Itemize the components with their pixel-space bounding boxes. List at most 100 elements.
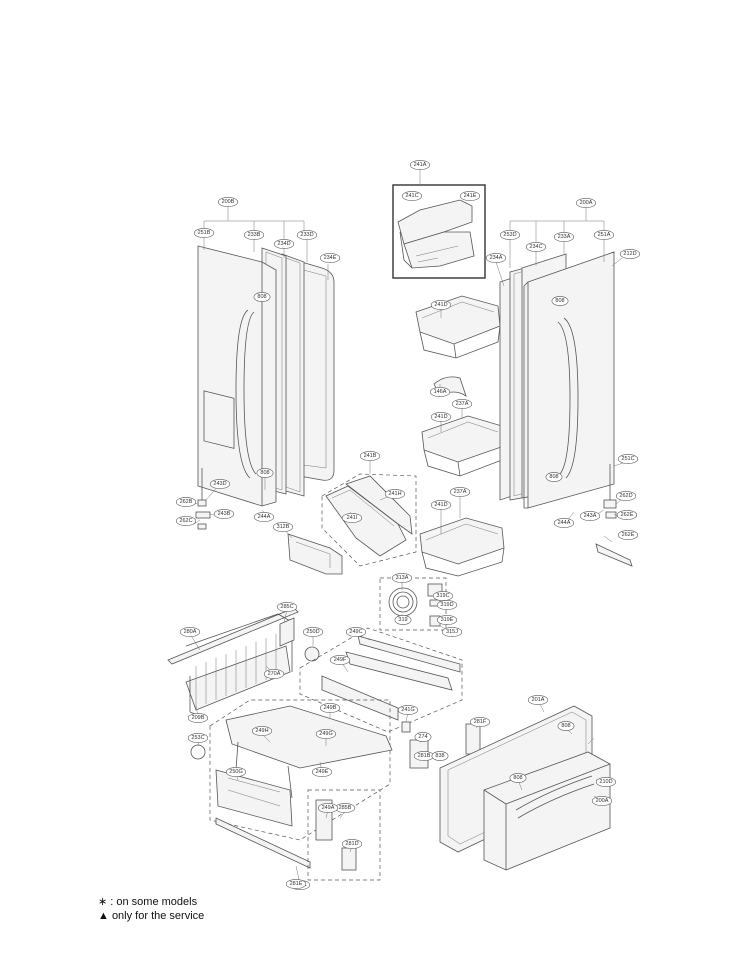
part-number: 241D	[434, 502, 447, 508]
part-label-233b: 233B	[243, 230, 265, 240]
part-label-280a: 280A	[179, 627, 201, 637]
part-number: 233D	[300, 232, 313, 238]
part-number: 233A	[558, 234, 571, 240]
part-number: 249E	[316, 769, 329, 775]
part-label-249g: 249G	[315, 729, 337, 739]
part-label-808d: 808	[545, 472, 563, 482]
part-number: 210D	[599, 779, 612, 785]
part-number: 262C	[179, 518, 192, 524]
part-number: 234D	[277, 241, 290, 247]
part-label-281f: 281F	[469, 717, 491, 727]
part-number: 200B	[222, 199, 235, 205]
legend-service-only: ▲ only for the service	[98, 910, 205, 922]
part-number: 253D	[503, 232, 516, 238]
part-number: 262E	[621, 512, 634, 518]
part-label-262d: 262D	[615, 491, 637, 501]
part-label-281b: 281B	[413, 751, 435, 761]
part-label-285b: 285B	[334, 803, 356, 813]
part-label-241c: 241C	[401, 191, 423, 201]
part-label-146a: 146A	[429, 387, 451, 397]
part-label-281d: 281D	[341, 839, 363, 849]
part-number: 241I	[347, 515, 358, 521]
part-label-319c: 319C	[432, 591, 454, 601]
part-number: 244A	[258, 514, 271, 520]
part-number: 241D	[434, 414, 447, 420]
left-door-assembly	[195, 245, 343, 575]
part-label-253d: 253D	[499, 230, 521, 240]
part-number: 253C	[191, 735, 204, 741]
part-number: 241G	[401, 707, 414, 713]
part-number: 808	[257, 294, 266, 300]
part-label-274: 274	[414, 732, 432, 742]
part-label-262c: 262C	[175, 516, 197, 526]
part-number: 251C	[621, 456, 634, 462]
part-label-808b: 808	[256, 468, 274, 478]
part-label-313a: 313A	[391, 573, 413, 583]
part-number: 241B	[364, 453, 377, 459]
part-label-201a: 201A	[527, 695, 549, 705]
part-label-808c: 808	[551, 296, 569, 306]
part-label-241g: 241G	[397, 705, 419, 715]
part-number: 234C	[529, 244, 542, 250]
part-label-233d: 233D	[296, 230, 318, 240]
part-label-241d1: 241D	[430, 300, 452, 310]
part-number: 241A	[414, 162, 427, 168]
part-label-838: 838	[431, 751, 449, 761]
part-number: 285C	[280, 604, 293, 610]
part-number: 808	[555, 298, 564, 304]
part-number: 200A	[596, 798, 609, 804]
part-number: 234A	[490, 255, 503, 261]
part-label-315j: 315J	[441, 627, 463, 637]
part-label-281e: 281E	[285, 879, 307, 889]
part-label-244a1: 244A	[253, 512, 275, 522]
part-label-251b: 251B	[193, 228, 215, 238]
part-label-234e: 234E	[319, 253, 341, 263]
part-number: 241D	[434, 302, 447, 308]
part-label-241a: 241A	[409, 160, 431, 170]
part-label-234d: 234D	[273, 239, 295, 249]
part-label-251c: 251C	[617, 454, 639, 464]
part-number: 270A	[268, 671, 281, 677]
part-label-250d: 250D	[302, 627, 324, 637]
part-label-253c: 253C	[187, 733, 209, 743]
part-number: 249F	[334, 657, 347, 663]
part-number: 281D	[345, 841, 358, 847]
part-labels: 200B 251B 233B 234D 233D 234E 808 808 241A 241C 24…	[175, 160, 641, 890]
part-label-233a: 233A	[553, 232, 575, 242]
part-number: 808	[561, 723, 570, 729]
part-label-270a: 270A	[263, 669, 285, 679]
part-label-249c: 249C	[345, 627, 367, 637]
part-number: 319	[398, 617, 407, 623]
part-label-808a: 808	[253, 292, 271, 302]
part-number: 262B	[180, 499, 193, 505]
part-label-243b: 243B	[213, 509, 235, 519]
part-number: 237A	[456, 401, 469, 407]
part-number: 808	[513, 775, 522, 781]
part-label-249f: 249F	[329, 655, 351, 665]
part-number: 249B	[324, 705, 337, 711]
part-label-241d3: 241D	[430, 500, 452, 510]
part-number: 251A	[598, 232, 611, 238]
part-label-808e: 808	[557, 721, 575, 731]
part-number: 237A	[454, 489, 467, 495]
part-number: 312B	[277, 524, 290, 530]
part-label-200a: 200A	[575, 198, 597, 208]
legend: ∗ : on some models ▲ only for the servic…	[98, 895, 204, 923]
door-baskets	[321, 295, 505, 577]
part-label-285c: 285C	[276, 602, 298, 612]
part-number: 249A	[322, 805, 335, 811]
part-number: 233B	[248, 232, 261, 238]
part-number: 212D	[623, 251, 636, 257]
part-number: 274	[418, 734, 427, 740]
part-label-249h: 249H	[251, 726, 273, 736]
freezer-drawer-assembly	[439, 705, 611, 871]
part-number: 243D	[213, 481, 226, 487]
part-number: 209B	[192, 715, 205, 721]
part-label-210d: 210D	[595, 777, 617, 787]
part-number: 251B	[198, 230, 211, 236]
part-number: 249H	[255, 728, 268, 734]
part-label-262e: 262E	[616, 510, 638, 520]
part-label-241i: 241I	[341, 513, 363, 523]
part-number: 249G	[319, 731, 332, 737]
